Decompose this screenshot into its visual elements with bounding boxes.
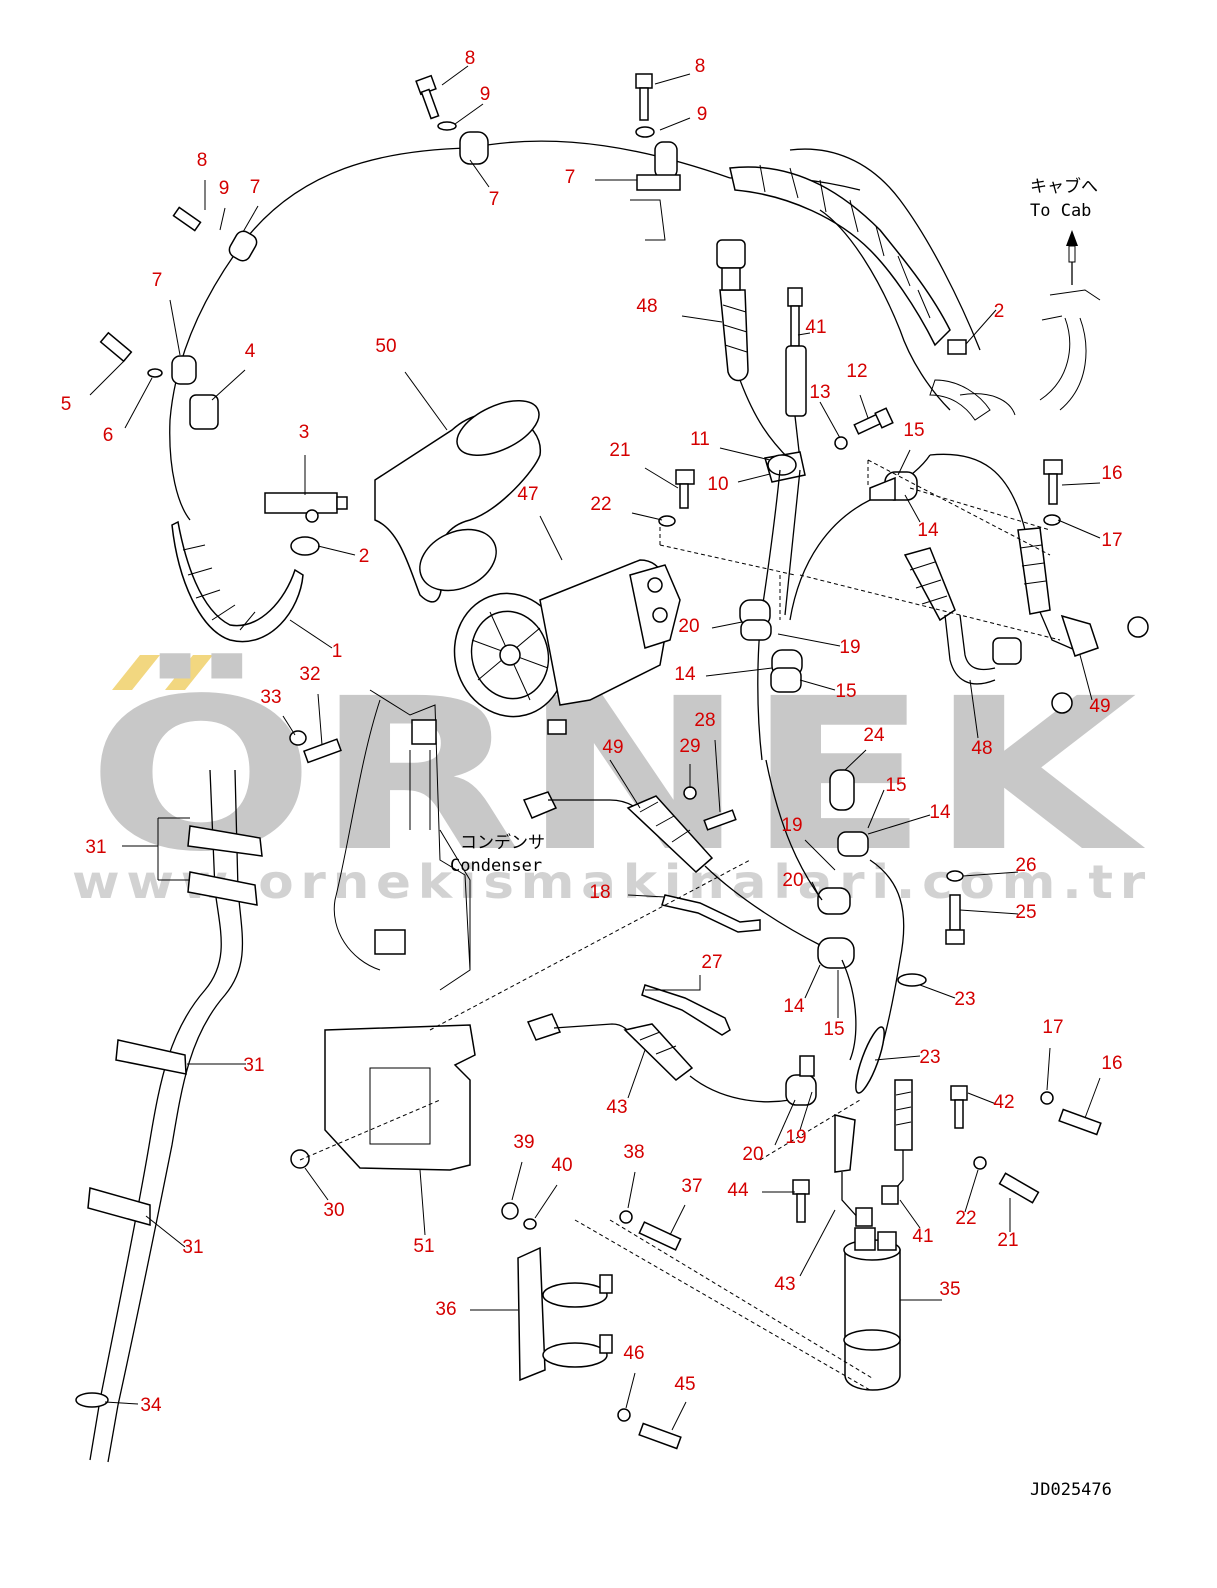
- callout-15: 15: [823, 1019, 844, 1040]
- callout-7: 7: [489, 189, 500, 210]
- callout-19: 19: [781, 815, 802, 836]
- callout-48: 48: [971, 738, 992, 759]
- callout-18: 18: [589, 882, 610, 903]
- callout-7: 7: [565, 167, 576, 188]
- callout-15: 15: [885, 775, 906, 796]
- callout-38: 38: [623, 1142, 644, 1163]
- callout-31: 31: [243, 1055, 264, 1076]
- callout-43: 43: [606, 1097, 627, 1118]
- callout-40: 40: [551, 1155, 572, 1176]
- callout-14: 14: [917, 520, 939, 541]
- callout-16: 16: [1101, 1053, 1122, 1074]
- callout-44: 44: [727, 1180, 749, 1201]
- callout-7: 7: [152, 270, 163, 291]
- callout-11: 11: [690, 429, 710, 450]
- callout-7: 7: [250, 177, 261, 198]
- to-cab-label-en: To Cab: [1030, 201, 1091, 221]
- callout-36: 36: [435, 1299, 456, 1320]
- callout-8: 8: [197, 150, 208, 171]
- callout-21: 21: [609, 440, 630, 461]
- callout-51: 51: [413, 1236, 434, 1257]
- callout-46: 46: [623, 1343, 644, 1364]
- callout-19: 19: [785, 1127, 806, 1148]
- callout-14: 14: [674, 664, 696, 685]
- callout-9: 9: [697, 104, 708, 125]
- callout-19: 19: [839, 637, 860, 658]
- callout-16: 16: [1101, 463, 1122, 484]
- callout-13: 13: [809, 382, 830, 403]
- drawing-linework: [75, 73, 1149, 1463]
- callout-14: 14: [929, 802, 951, 823]
- callout-24: 24: [863, 725, 885, 746]
- callout-43: 43: [774, 1274, 795, 1295]
- callout-49: 49: [602, 737, 623, 758]
- callout-25: 25: [1015, 902, 1036, 923]
- callout-37: 37: [681, 1176, 702, 1197]
- callout-42: 42: [993, 1092, 1014, 1113]
- callout-8: 8: [695, 56, 706, 77]
- watermark-accent-left: [112, 655, 160, 690]
- callout-35: 35: [939, 1279, 960, 1300]
- callout-32: 32: [299, 664, 320, 685]
- callout-20: 20: [678, 616, 699, 637]
- callout-8: 8: [465, 48, 476, 69]
- callout-3: 3: [299, 422, 310, 443]
- compressor: [453, 559, 681, 735]
- callout-31: 31: [182, 1237, 203, 1258]
- callout-45: 45: [674, 1374, 695, 1395]
- callout-6: 6: [103, 425, 114, 446]
- callout-12: 12: [846, 361, 867, 382]
- to-cab-label-jp: キャブへ: [1030, 176, 1098, 197]
- callout-27: 27: [701, 952, 722, 973]
- callout-22: 22: [590, 494, 611, 515]
- callout-50: 50: [375, 336, 396, 357]
- callout-30: 30: [323, 1200, 344, 1221]
- callout-33: 33: [260, 687, 281, 708]
- annotations: キャブへ To Cab コンデンサ Condenser JD025476: [450, 176, 1112, 1500]
- callout-9: 9: [480, 84, 491, 105]
- callout-23: 23: [919, 1047, 940, 1068]
- callout-28: 28: [694, 710, 715, 731]
- callout-10: 10: [707, 474, 728, 495]
- callout-1: 1: [332, 641, 343, 662]
- watermark-accent-right: [165, 655, 213, 690]
- callout-41: 41: [805, 317, 826, 338]
- callout-5: 5: [61, 394, 72, 415]
- callout-2: 2: [994, 301, 1005, 322]
- callout-2: 2: [359, 546, 370, 567]
- callout-20: 20: [742, 1144, 763, 1165]
- leader-lines: [89, 65, 1101, 1431]
- callout-39: 39: [513, 1132, 534, 1153]
- callout-15: 15: [835, 681, 856, 702]
- callout-17: 17: [1042, 1017, 1063, 1038]
- callout-9: 9: [219, 178, 230, 199]
- condenser-label-jp: コンデンサ: [460, 832, 545, 853]
- callout-34: 34: [140, 1395, 162, 1416]
- condenser-label-en: Condenser: [450, 856, 542, 876]
- callout-23: 23: [954, 989, 975, 1010]
- callout-17: 17: [1101, 530, 1122, 551]
- callout-49: 49: [1089, 696, 1110, 717]
- callout-15: 15: [903, 420, 924, 441]
- callout-22: 22: [955, 1208, 976, 1229]
- watermark-brand: ÖRNEK: [87, 652, 1146, 898]
- callout-21: 21: [997, 1230, 1018, 1251]
- callout-29: 29: [679, 736, 700, 757]
- callout-26: 26: [1015, 855, 1036, 876]
- watermark: ÖRNEK www.ornekismakinalari.com.tr: [72, 652, 1146, 909]
- callout-14: 14: [783, 996, 805, 1017]
- callout-4: 4: [245, 341, 256, 362]
- callout-48: 48: [636, 296, 657, 317]
- drawing-id: JD025476: [1030, 1480, 1112, 1500]
- callout-20: 20: [782, 870, 803, 891]
- callout-31: 31: [85, 837, 106, 858]
- callout-41: 41: [912, 1226, 933, 1247]
- callout-47: 47: [517, 484, 538, 505]
